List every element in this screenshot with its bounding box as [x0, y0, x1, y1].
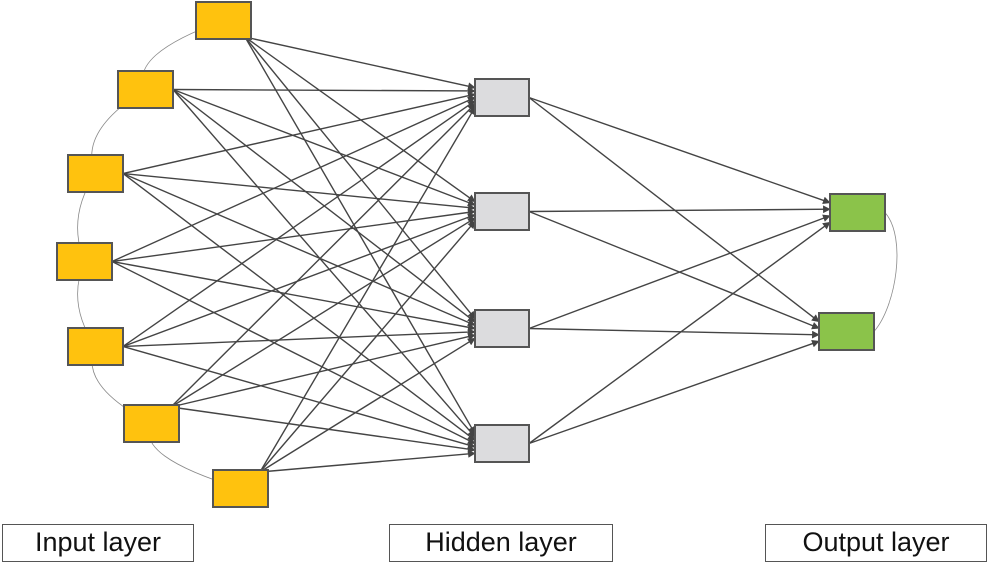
- edge-hidden-3-to-2: [528, 327, 820, 339]
- input-node-1: [195, 1, 252, 40]
- edge-input-1-to-2: [244, 36, 476, 203]
- edge-input-5-to-2: [122, 213, 476, 348]
- edge-hidden-2-to-1: [528, 205, 831, 214]
- edge-hidden-1-to-2: [528, 96, 820, 323]
- edge-input-4-to-3: [111, 260, 476, 332]
- edge-input-3-to-4: [122, 172, 476, 441]
- input-layer-label: Input layer: [2, 524, 194, 562]
- input-node-3: [67, 154, 124, 193]
- edge-hidden-1-to-1: [528, 96, 831, 205]
- edge-input-4-to-1: [111, 96, 476, 263]
- output-node-2: [818, 312, 875, 351]
- edge-input-2-to-4: [172, 89, 476, 438]
- edge-input-3-to-1: [122, 91, 476, 175]
- edge-input-5-to-3: [122, 328, 476, 348]
- edge-hidden-4-to-2: [528, 339, 820, 445]
- edge-input-7-to-3: [259, 337, 476, 473]
- edge-input-3-to-3: [122, 172, 476, 327]
- hidden-node-2: [474, 192, 530, 231]
- connections: [111, 36, 831, 473]
- output-guide-arc: [873, 212, 898, 332]
- input-node-6: [123, 404, 180, 443]
- nodes: [56, 1, 886, 508]
- edge-hidden-3-to-1: [528, 214, 831, 330]
- hidden-layer-label: Hidden layer: [389, 524, 613, 562]
- edge-input-2-to-2: [172, 88, 476, 207]
- hidden-node-1: [474, 78, 530, 117]
- output-layer-label: Output layer: [765, 524, 987, 562]
- input-node-7: [212, 469, 269, 508]
- input-node-5: [67, 327, 124, 366]
- edge-input-5-to-4: [122, 345, 476, 449]
- edge-input-5-to-1: [122, 100, 476, 348]
- hidden-node-3: [474, 309, 530, 348]
- edge-input-7-to-2: [259, 220, 476, 473]
- edge-input-6-to-3: [170, 332, 476, 408]
- hidden-node-4: [474, 424, 530, 463]
- input-node-4: [56, 242, 113, 281]
- output-node-1: [829, 193, 886, 232]
- edge-input-1-to-1: [244, 36, 476, 90]
- edge-input-4-to-2: [111, 208, 476, 263]
- edge-input-2-to-1: [172, 87, 476, 95]
- edge-input-6-to-2: [170, 217, 476, 408]
- edge-input-4-to-4: [111, 260, 476, 445]
- edge-input-1-to-4: [244, 36, 476, 435]
- edge-hidden-4-to-1: [528, 221, 831, 445]
- edge-hidden-2-to-2: [528, 210, 820, 330]
- edge-input-3-to-2: [122, 172, 476, 212]
- edge-input-1-to-3: [244, 36, 476, 320]
- edge-input-6-to-1: [170, 103, 476, 408]
- input-node-2: [117, 70, 174, 109]
- edge-input-7-to-1: [259, 106, 476, 473]
- edge-input-6-to-4: [170, 406, 476, 453]
- edge-input-7-to-4: [259, 450, 476, 473]
